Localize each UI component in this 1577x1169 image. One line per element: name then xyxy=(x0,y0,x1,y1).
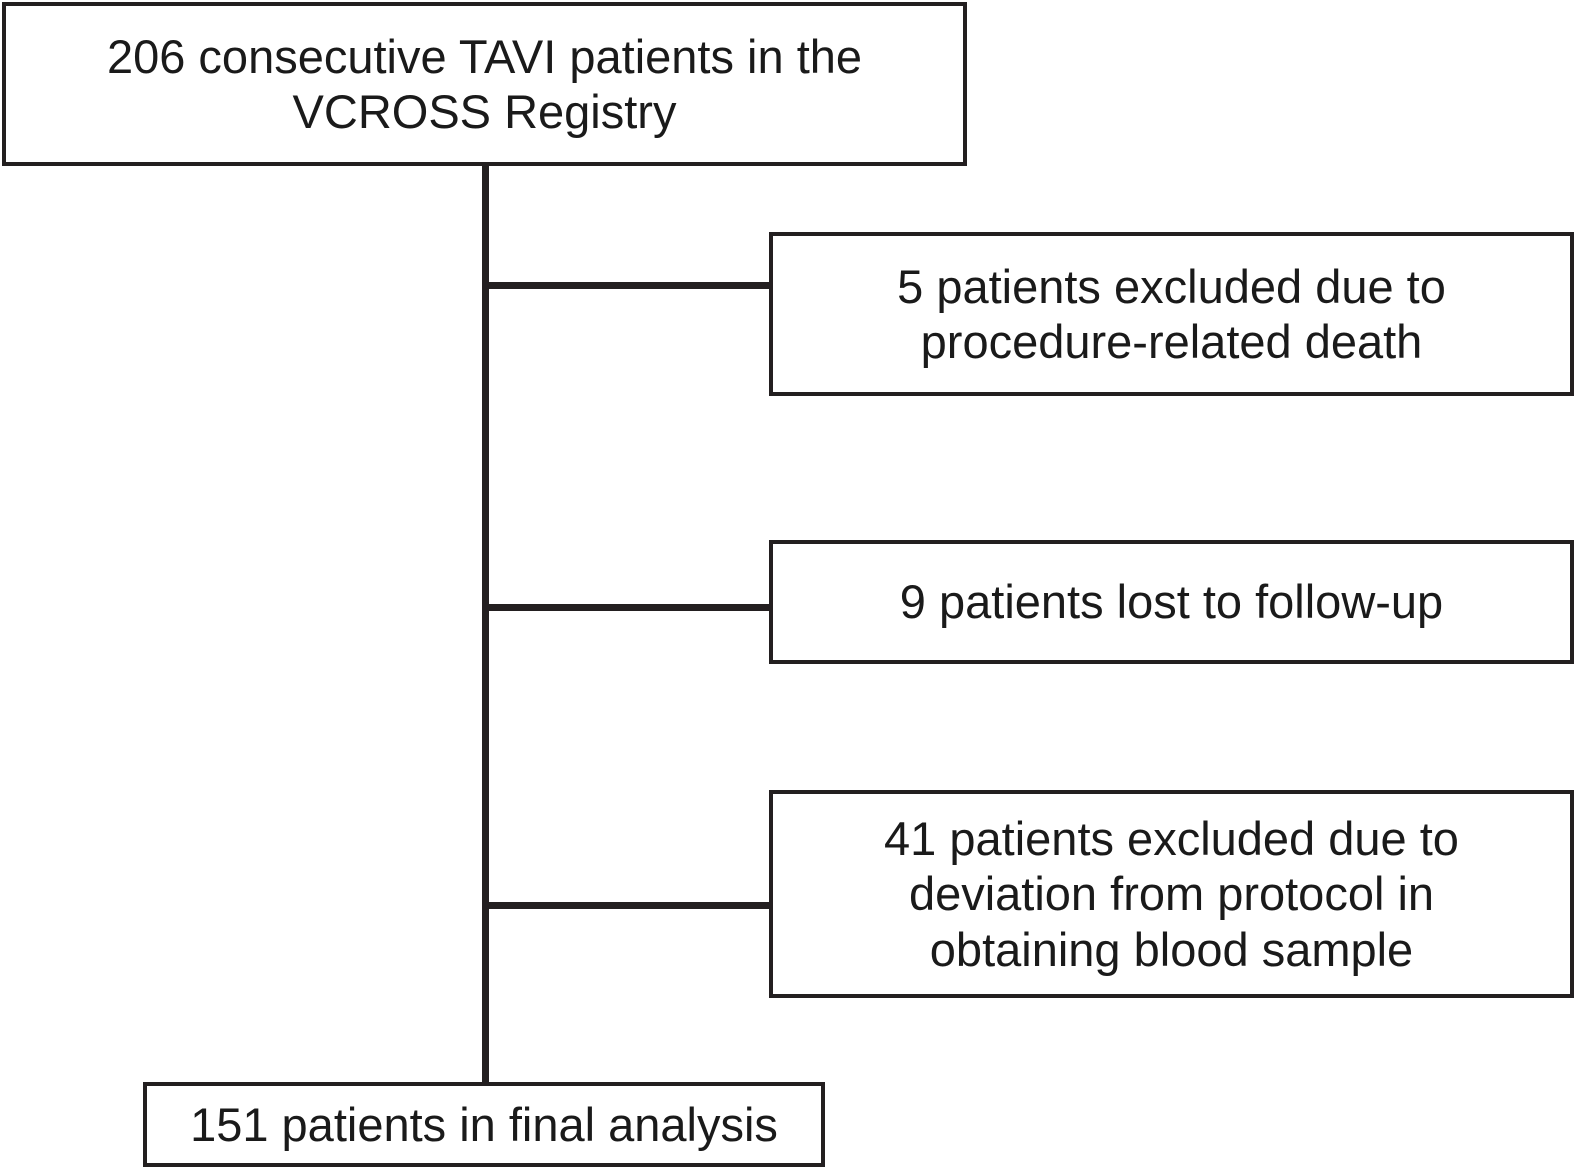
node-excluded-procedure-related-death-label: 5 patients excluded due to procedure-rel… xyxy=(897,259,1446,368)
connector-branch-excluded-0 xyxy=(485,282,773,289)
node-excluded-protocol-deviation: 41 patients excluded due to deviation fr… xyxy=(769,790,1574,998)
node-excluded-procedure-related-death: 5 patients excluded due to procedure-rel… xyxy=(769,232,1574,396)
node-excluded-protocol-deviation-label: 41 patients excluded due to deviation fr… xyxy=(884,811,1459,976)
node-excluded-lost-to-follow-up: 9 patients lost to follow-up xyxy=(769,540,1574,664)
node-source-cohort-label: 206 consecutive TAVI patients in the VCR… xyxy=(106,29,863,138)
connector-branch-excluded-2 xyxy=(485,902,773,909)
node-final-analysis: 151 patients in final analysis xyxy=(143,1082,825,1167)
node-excluded-lost-to-follow-up-label: 9 patients lost to follow-up xyxy=(899,575,1444,629)
node-source-cohort: 206 consecutive TAVI patients in the VCR… xyxy=(2,2,967,166)
node-final-analysis-label: 151 patients in final analysis xyxy=(190,1097,778,1151)
connector-spine-vertical xyxy=(482,166,489,1086)
connector-branch-excluded-1 xyxy=(485,604,773,611)
